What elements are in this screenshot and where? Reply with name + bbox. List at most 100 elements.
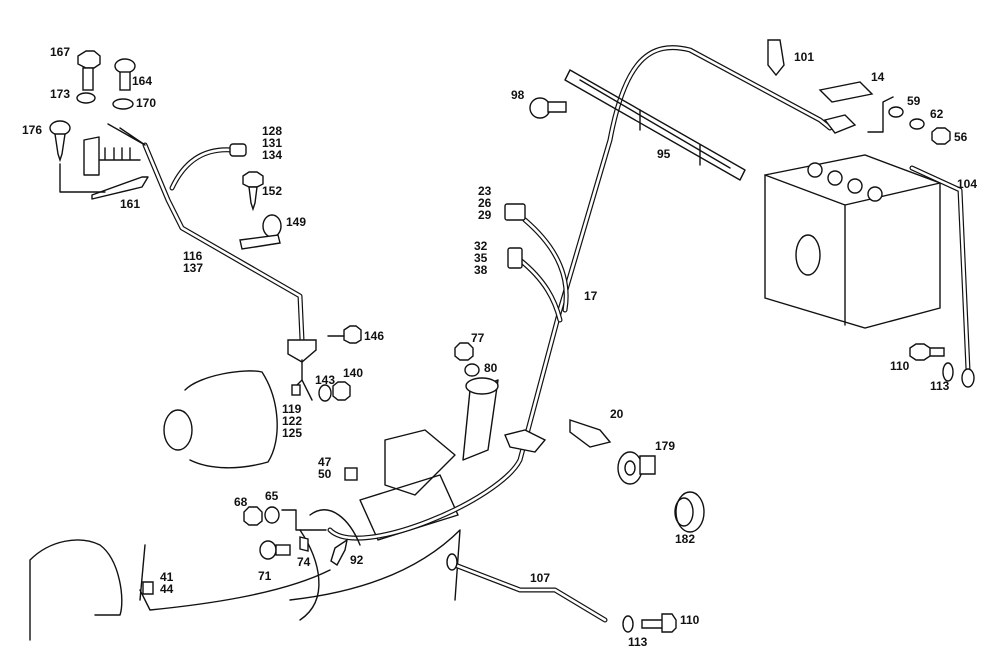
callout-128: 128 <box>262 124 282 138</box>
callout-50: 50 <box>318 467 332 481</box>
callout-29: 29 <box>478 208 492 222</box>
callout-113-battery: 113 <box>930 379 950 393</box>
ring-terminal-107 <box>446 553 458 571</box>
body-panel <box>29 539 146 641</box>
callout-182: 182 <box>675 532 695 546</box>
washer-62 <box>909 118 925 130</box>
callout-170: 170 <box>136 96 156 110</box>
callout-104: 104 <box>957 177 977 191</box>
bolt-110 <box>909 343 945 361</box>
callout-56: 56 <box>954 130 968 144</box>
sensor-32 <box>507 247 523 269</box>
callout-41: 41 <box>160 570 174 584</box>
callout-74: 74 <box>297 555 311 569</box>
alternator <box>163 370 278 469</box>
callout-110-battery: 110 <box>890 359 910 373</box>
nut-56 <box>931 127 951 145</box>
rail-95 <box>564 69 746 181</box>
callout-119: 119 <box>282 402 302 416</box>
callout-131: 131 <box>262 136 282 150</box>
washer-143 <box>318 384 332 402</box>
bracket-161 <box>83 136 149 200</box>
callout-65: 65 <box>265 489 279 503</box>
battery-terminal <box>823 114 857 134</box>
callout-116: 116 <box>183 249 203 263</box>
callout-32: 32 <box>474 239 488 253</box>
sensor-128 <box>229 143 247 157</box>
connector-47 <box>344 467 358 481</box>
grommet <box>287 339 317 363</box>
callout-80: 80 <box>484 361 498 375</box>
washer-173 <box>76 92 96 104</box>
battery <box>764 154 941 329</box>
callout-125: 125 <box>282 426 302 440</box>
callout-38: 38 <box>474 263 488 277</box>
callout-23: 23 <box>478 184 492 198</box>
callout-59: 59 <box>907 94 921 108</box>
callout-164: 164 <box>132 74 152 88</box>
callout-134: 134 <box>262 148 282 162</box>
washer-113b <box>622 615 634 633</box>
bolt-71 <box>259 540 291 560</box>
cover-14 <box>818 81 874 103</box>
callout-179: 179 <box>655 439 675 453</box>
callout-77: 77 <box>471 331 485 345</box>
callout-107: 107 <box>530 571 550 585</box>
cable-clip <box>504 429 547 453</box>
callout-98: 98 <box>511 88 525 102</box>
callout-110-starter: 110 <box>680 613 700 627</box>
nut-77 <box>454 342 474 361</box>
callout-20: 20 <box>610 407 624 421</box>
grommet-182 <box>674 491 705 533</box>
callout-146: 146 <box>364 329 384 343</box>
connector-23 <box>504 203 526 221</box>
callout-143: 143 <box>315 373 335 387</box>
screw-176 <box>49 120 106 193</box>
callout-152: 152 <box>262 184 282 198</box>
bolt-167 <box>77 50 101 91</box>
callout-161: 161 <box>120 197 140 211</box>
bolt-110b <box>641 613 677 633</box>
callout-92: 92 <box>350 553 364 567</box>
starter-motor <box>289 377 499 621</box>
grommet-179 <box>617 451 656 485</box>
callout-137: 137 <box>183 261 203 275</box>
callout-122: 122 <box>282 414 302 428</box>
part-drawings <box>29 39 975 641</box>
screw-164 <box>114 58 136 91</box>
nut-140 <box>332 381 351 401</box>
clip-74 <box>299 536 309 552</box>
washer-170 <box>112 98 134 110</box>
washer-113 <box>942 362 954 382</box>
clip-98 <box>529 97 567 119</box>
callout-101: 101 <box>794 50 814 64</box>
callout-17: 17 <box>584 289 598 303</box>
clip-20 <box>569 419 612 448</box>
ring-terminal-104 <box>961 368 975 388</box>
callout-71: 71 <box>258 569 272 583</box>
callout-176: 176 <box>22 123 42 137</box>
callout-35: 35 <box>474 251 488 265</box>
callout-26: 26 <box>478 196 492 210</box>
washer-59 <box>888 106 904 118</box>
callout-113-starter: 113 <box>628 635 648 649</box>
callout-173: 173 <box>50 87 70 101</box>
callout-44: 44 <box>160 582 174 596</box>
clip-101 <box>767 39 785 77</box>
callout-167: 167 <box>50 45 70 59</box>
bolt-152 <box>242 171 264 212</box>
washer-80 <box>464 363 480 377</box>
connector-41 <box>142 581 154 595</box>
callout-140: 140 <box>343 366 363 380</box>
callout-62: 62 <box>930 107 944 121</box>
callout-68: 68 <box>234 495 248 509</box>
washer-65 <box>264 506 280 524</box>
callout-labels: 167 164 173 170 176 161 128 131 134 152 … <box>22 45 977 649</box>
nut-68 <box>243 506 263 526</box>
callout-149: 149 <box>286 215 306 229</box>
callout-47: 47 <box>318 455 332 469</box>
callout-14: 14 <box>871 70 885 84</box>
bolt-146 <box>327 325 362 344</box>
